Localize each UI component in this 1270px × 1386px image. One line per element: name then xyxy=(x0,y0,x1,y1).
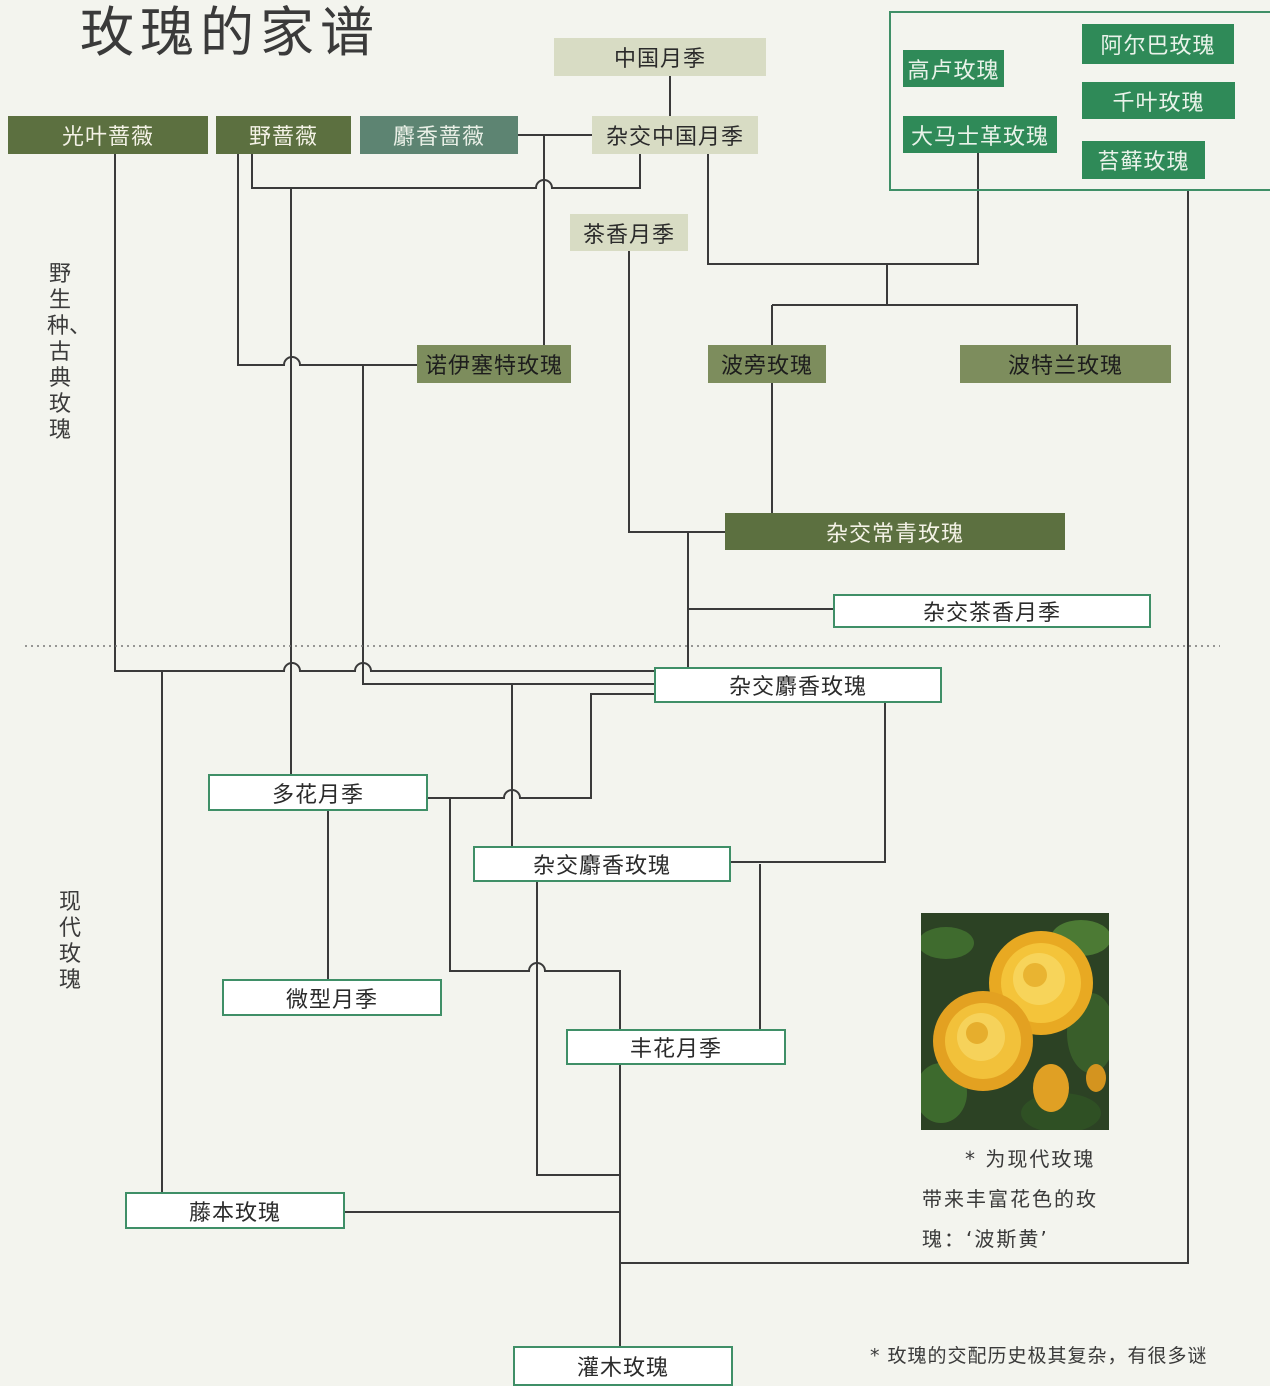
link-multiflora-moschata-crossbar xyxy=(251,154,641,189)
node-noisette[interactable]: 诺伊塞特玫瑰 xyxy=(417,345,571,383)
section-label-wild-old: 野生种、古典玫瑰 xyxy=(47,262,92,443)
node-hybrid-perpetual[interactable]: 杂交常青玫瑰 xyxy=(725,513,1065,550)
link-wichurana-trunk xyxy=(114,154,654,672)
node-alba[interactable]: 阿尔巴玫瑰 xyxy=(1082,24,1234,64)
page-title: 玫瑰的家谱 xyxy=(80,1,380,64)
node-centifolia[interactable]: 千叶玫瑰 xyxy=(1082,82,1235,119)
link-multiflora-left-branch xyxy=(237,154,417,366)
node-damask[interactable]: 大马士革玫瑰 xyxy=(903,116,1057,153)
link-hm1-right-down xyxy=(731,703,886,863)
node-miniature[interactable]: 微型月季 xyxy=(222,979,442,1016)
old-european-group-frame xyxy=(889,11,1270,191)
link-bourbon-portland-bar xyxy=(772,304,1078,345)
node-floribunda[interactable]: 丰花月季 xyxy=(566,1029,786,1065)
photo-caption-line-2: 带来丰富花色的玫 xyxy=(922,1187,1098,1211)
node-hybrid-tea[interactable]: 杂交茶香月季 xyxy=(833,594,1151,628)
link-hybrid-china-down xyxy=(707,153,979,265)
node-gallica[interactable]: 高卢玫瑰 xyxy=(903,50,1004,87)
node-r-wichurana[interactable]: 光叶蔷薇 xyxy=(8,116,208,154)
link-polyantha-right xyxy=(428,693,654,799)
link-hm2-to-shrub xyxy=(536,882,620,1176)
link-polyantha-to-floribunda xyxy=(449,798,621,1029)
node-bourbon[interactable]: 波旁玫瑰 xyxy=(708,345,826,383)
link-noisette-line xyxy=(362,365,654,685)
node-hybrid-musk-1[interactable]: 杂交麝香玫瑰 xyxy=(654,667,942,703)
node-polyantha[interactable]: 多花月季 xyxy=(208,774,428,811)
node-r-moschata[interactable]: 麝香蔷薇 xyxy=(360,116,518,154)
section-label-modern: 现代玫瑰 xyxy=(58,890,81,993)
link-right-long-line xyxy=(620,191,1189,1264)
node-china-rose[interactable]: 中国月季 xyxy=(554,38,766,76)
node-shrub[interactable]: 灌木玫瑰 xyxy=(513,1346,733,1386)
photo-caption-line-1: * 为现代玫瑰 xyxy=(965,1147,1096,1171)
footnote: * 玫瑰的交配历史极其复杂，有很多谜 xyxy=(870,1345,1208,1367)
node-moss[interactable]: 苔藓玫瑰 xyxy=(1082,141,1205,179)
node-climber[interactable]: 藤本玫瑰 xyxy=(125,1192,345,1229)
persian-yellow-rose-photo xyxy=(921,913,1109,1130)
node-hybrid-musk-2[interactable]: 杂交麝香玫瑰 xyxy=(473,846,731,882)
node-hybrid-china[interactable]: 杂交中国月季 xyxy=(592,116,758,154)
node-tea[interactable]: 茶香月季 xyxy=(570,214,688,251)
link-tea-to-perpetual xyxy=(628,251,725,533)
node-r-multiflora[interactable]: 野蔷薇 xyxy=(216,116,351,154)
photo-caption-line-3: 瑰：‘波斯黄’ xyxy=(922,1227,1049,1251)
node-portland[interactable]: 波特兰玫瑰 xyxy=(960,345,1171,383)
